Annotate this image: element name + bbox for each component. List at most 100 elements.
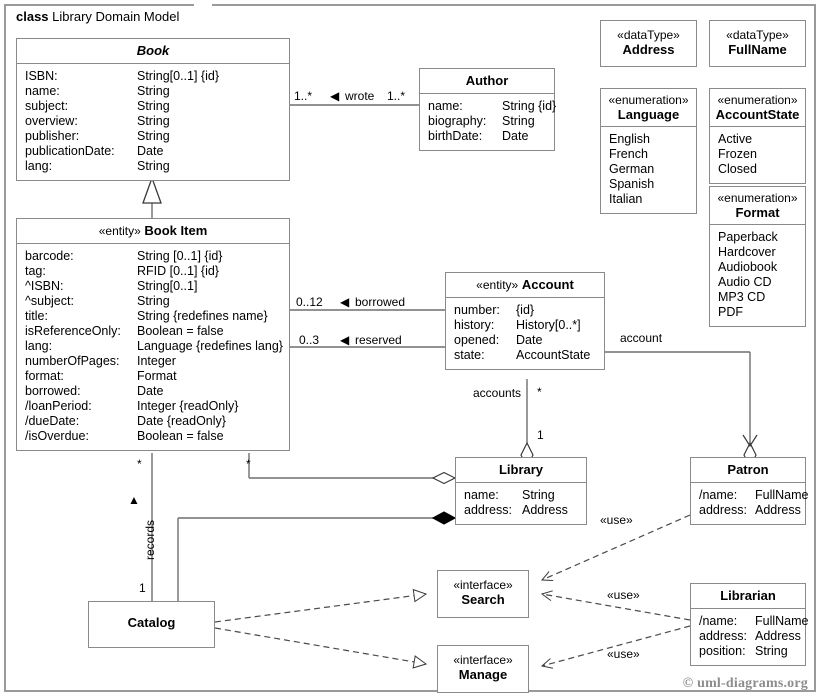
multiplicity-accounts-source: *	[537, 385, 542, 399]
arrow-records-icon: ▲	[128, 493, 140, 507]
enumeration-format-header: «enumeration» Format	[710, 187, 805, 224]
divider	[691, 608, 805, 609]
class-patron[interactable]: Patron /name: FullName address: Address	[690, 457, 809, 525]
attribute-row: address: Address	[699, 503, 801, 517]
attribute-row: address: Address	[464, 503, 568, 517]
attribute-row: birthDate: Date	[428, 129, 529, 143]
attribute-row: /name: FullName	[699, 614, 809, 628]
diagram-frame	[4, 4, 816, 692]
attribute-row: position: String	[699, 644, 788, 658]
enum-literal: Active	[718, 132, 753, 146]
class-account[interactable]: «entity» Account number: {id} history: H…	[445, 272, 605, 370]
class-catalog[interactable]: Catalog	[88, 601, 215, 648]
attribute-row: /name: FullName	[699, 488, 809, 502]
datatype-fullname[interactable]: «dataType» FullName	[709, 20, 806, 67]
interface-manage[interactable]: «interface» Manage	[437, 645, 529, 693]
diagram-frame-top-border	[212, 4, 816, 6]
divider	[446, 297, 604, 298]
class-catalog-name: Catalog	[127, 615, 176, 630]
attribute-row: format: Format	[25, 369, 177, 383]
interface-search-stereotype: «interface»	[453, 578, 513, 592]
attribute-row: tag: RFID [0..1] {id}	[25, 264, 219, 278]
enumeration-language-literals: English French German Spanish Italian	[601, 127, 696, 213]
interface-manage-name: Manage	[458, 667, 508, 682]
class-library-attributes: name: String address: Address	[456, 483, 586, 524]
divider	[456, 482, 586, 483]
class-library-header: Library	[456, 458, 586, 482]
attribute-row: isReferenceOnly: Boolean = false	[25, 324, 224, 338]
multiplicity-accounts-target: 1	[537, 428, 544, 442]
association-label-borrowed: borrowed	[355, 295, 406, 309]
arrow-borrowed-icon: ◀	[340, 295, 350, 309]
arrow-wrote-icon: ◀	[330, 89, 340, 103]
divider	[601, 126, 696, 127]
class-library[interactable]: Library name: String address: Address	[455, 457, 587, 525]
interface-manage-header: «interface» Manage	[438, 646, 528, 686]
class-librarian-attributes: /name: FullName address: Address positio…	[691, 609, 809, 665]
enumeration-format-name: Format	[735, 205, 780, 220]
enumeration-format[interactable]: «enumeration» Format Paperback Hardcover…	[709, 186, 806, 327]
class-librarian[interactable]: Librarian /name: FullName address: Addre…	[690, 583, 809, 666]
attribute-row: numberOfPages: Integer	[25, 354, 176, 368]
multiplicity-records-target: 1	[139, 581, 146, 595]
multiplicity-book-wrote: 1..*	[294, 89, 313, 103]
enum-literal: Italian	[609, 192, 643, 206]
class-book[interactable]: Book ISBN: String[0..1] {id} name: Strin…	[16, 38, 290, 181]
attribute-row: number: {id}	[454, 303, 535, 317]
attribute-row: history: History[0..*]	[454, 318, 581, 332]
class-author-header: Author	[420, 69, 554, 93]
interface-search[interactable]: «interface» Search	[437, 570, 529, 618]
divider	[17, 243, 289, 244]
dependency-label-patron-search: «use»	[600, 513, 633, 527]
attribute-row: title: String {redefines name}	[25, 309, 268, 323]
interface-search-header: «interface» Search	[438, 571, 528, 611]
enumeration-accountstate-literals: Active Frozen Closed	[710, 127, 805, 183]
class-author-attributes: name: String {id} biography: String birt…	[420, 94, 557, 150]
class-librarian-name: Librarian	[720, 588, 776, 603]
attribute-row: /loanPeriod: Integer {readOnly}	[25, 399, 239, 413]
association-label-reserved: reserved	[355, 333, 402, 347]
class-book-item-name: Book Item	[144, 223, 208, 238]
enum-literal: Frozen	[718, 147, 757, 161]
datatype-address[interactable]: «dataType» Address	[600, 20, 697, 67]
class-author[interactable]: Author name: String {id} biography: Stri…	[419, 68, 557, 151]
class-account-stereotype: «entity»	[476, 278, 519, 292]
attribute-row: name: String	[464, 488, 555, 502]
class-book-attributes: ISBN: String[0..1] {id} name: String sub…	[17, 64, 289, 180]
copyright-notice: © uml-diagrams.org	[682, 676, 808, 691]
interface-search-name: Search	[461, 592, 505, 607]
enum-literal: French	[609, 147, 648, 161]
enumeration-format-stereotype: «enumeration»	[717, 191, 798, 205]
datatype-address-header: «dataType» Address	[601, 21, 696, 61]
enum-literal: Paperback	[718, 230, 778, 244]
association-label-records: records	[143, 519, 157, 560]
enumeration-accountstate-header: «enumeration» AccountState	[710, 89, 805, 126]
attribute-row: borrowed: Date	[25, 384, 164, 398]
enumeration-language[interactable]: «enumeration» Language English French Ge…	[600, 88, 697, 214]
enum-literal: Audiobook	[718, 260, 778, 274]
attribute-row: name: String {id}	[428, 99, 557, 113]
divider	[691, 482, 805, 483]
divider	[710, 224, 805, 225]
attribute-row: publisher: String	[25, 129, 170, 143]
enum-literal: Hardcover	[718, 245, 776, 259]
diagram-title-text: Library Domain Model	[52, 9, 180, 24]
enumeration-accountstate[interactable]: «enumeration» AccountState Active Frozen…	[709, 88, 806, 184]
attribute-row: /dueDate: Date {readOnly}	[25, 414, 226, 428]
class-book-item[interactable]: «entity» Book Item barcode: String [0..1…	[16, 218, 290, 451]
class-account-attributes: number: {id} history: History[0..*] open…	[446, 298, 604, 369]
association-label-account: account	[620, 331, 663, 345]
interface-manage-stereotype: «interface»	[453, 653, 513, 667]
datatype-fullname-name: FullName	[728, 42, 787, 57]
dependency-label-librarian-manage: «use»	[607, 647, 640, 661]
class-book-item-header: «entity» Book Item	[17, 219, 289, 243]
enum-literal: MP3 CD	[718, 290, 766, 304]
class-library-name: Library	[498, 462, 544, 477]
class-patron-name: Patron	[727, 462, 769, 477]
attribute-row: state: AccountState	[454, 348, 591, 362]
attribute-row: ISBN: String[0..1] {id}	[25, 69, 220, 83]
enumeration-language-stereotype: «enumeration»	[608, 93, 689, 107]
multiplicity-author-wrote: 1..*	[387, 89, 406, 103]
diagram-title: class Library Domain Model	[16, 9, 179, 24]
